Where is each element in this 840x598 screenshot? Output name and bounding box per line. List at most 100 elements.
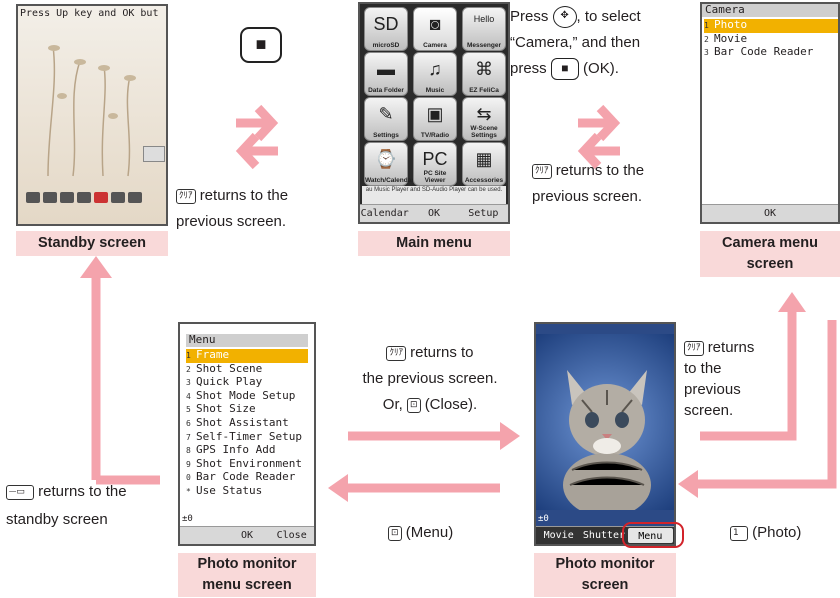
menu-list-item[interactable]: 3 Bar Code Reader	[704, 45, 838, 60]
standby-screen: Press Up key and OK but	[16, 4, 168, 226]
item-number: 3	[186, 378, 191, 388]
main-menu-item[interactable]: ⌚Watch/Calendar	[364, 142, 414, 186]
main-menu-item[interactable]: ♫Music	[413, 52, 457, 96]
main-menu-item-label: Music	[425, 87, 445, 94]
menu-list-item[interactable]: 3 Quick Play	[186, 375, 308, 390]
softkey-shutter[interactable]: Shutter	[582, 530, 626, 541]
standby-caption: Standby screen	[16, 231, 168, 256]
arrow-camera-to-monitor	[698, 320, 837, 489]
felica-icon: ⌘	[475, 59, 493, 79]
softkey-calendar[interactable]: Calendar	[360, 208, 409, 219]
item-label: GPS Info Add	[196, 443, 276, 457]
photo-menu-softkeys: OK Close	[180, 526, 314, 544]
clear-key-icon: ｸﾘｱ	[532, 163, 552, 179]
main-menu-item[interactable]: ✎Settings	[364, 97, 408, 141]
photo-menu-title: Menu	[186, 333, 308, 347]
main-menu-item[interactable]: ⌘ EZ FeliCa	[462, 52, 506, 96]
arrow-right-1	[236, 104, 279, 142]
item-label: Movie	[714, 31, 748, 45]
main-menu-item[interactable]: ▬ Data Folder	[364, 52, 408, 96]
photo-monitor-softkeys: Movie Shutter Menu	[536, 526, 674, 544]
menu-list-item[interactable]: *Use Status	[186, 483, 308, 499]
item-label: Bar Code Reader	[714, 45, 814, 59]
main-menu-item-label: EZ FeliCa	[469, 87, 499, 94]
main-menu-item-label: microSD	[372, 42, 400, 49]
camera-menu-caption: Camera menu screen	[700, 231, 840, 277]
camera-menu-softkeys: OK	[702, 204, 838, 222]
main-menu-item[interactable]: ▣TV/Radio	[413, 97, 457, 141]
kitten-icon	[563, 370, 651, 510]
calculator-icon: ▦	[475, 149, 493, 169]
softkey-ok[interactable]: OK	[427, 208, 441, 219]
softkey-movie[interactable]: Movie	[543, 530, 574, 541]
item-number: 3	[704, 48, 709, 58]
softkey-ok[interactable]: OK	[763, 208, 777, 219]
main-menu-item-label: Camera	[423, 42, 447, 49]
menu-list-item[interactable]: 2 Shot Scene	[186, 361, 308, 377]
item-label: Shot Scene	[196, 361, 263, 375]
item-label: Photo	[714, 18, 748, 31]
ok-key-icon: ■	[550, 58, 579, 81]
main-menu-item[interactable]: SD microSD	[364, 7, 408, 51]
softkey-close[interactable]: Close	[276, 530, 307, 541]
photo-monitor-screen: ±0 Movie Shutter Menu	[534, 322, 676, 546]
end-key-icon: ⏤▭	[6, 484, 34, 500]
menu-key-icon: ⊡	[388, 525, 402, 541]
arrow-left-2	[577, 132, 620, 170]
item-number: 9	[186, 459, 191, 469]
item-number: 0	[186, 473, 191, 483]
standby-back-text: ⏤▭ returns to the standby screen	[6, 483, 127, 528]
main-returns-text: ｸﾘｱ returns to the previous screen.	[532, 162, 645, 205]
tv-radio-icon: ▣	[426, 104, 444, 124]
item-number: 5	[186, 405, 191, 415]
pc-site-icon: PC	[422, 149, 448, 169]
main-menu-item[interactable]: ⇆W-Scene Settings	[462, 97, 506, 141]
item-label: Shot Environment	[196, 456, 302, 470]
camera-returns-text: ｸﾘｱ returns to the previous screen.	[684, 339, 755, 419]
menu-list-item[interactable]: 9 Shot Environment	[186, 456, 308, 472]
menu-list-item[interactable]: 4 Shot Mode Setup	[186, 388, 308, 404]
standby-returns-text: ｸﾘｱ returns to the previous screen.	[176, 187, 289, 230]
item-label: Use Status	[196, 483, 263, 497]
folder-icon: ▬	[377, 59, 395, 79]
item-number: 4	[186, 391, 191, 401]
item-number: 7	[186, 432, 191, 442]
clear-key-icon: ｸﾘｱ	[386, 345, 406, 361]
item-number: 6	[186, 418, 191, 428]
item-number: 2	[186, 364, 191, 374]
main-menu-item-label: Data Folder	[368, 87, 404, 94]
arrow-right-2	[578, 104, 621, 142]
multi-key-icon: ✥	[552, 6, 577, 29]
sd-card-icon: SD	[373, 14, 399, 34]
softkey-ok[interactable]: OK	[240, 530, 254, 541]
main-menu-item-label: Watch/Calendar	[365, 177, 414, 184]
menu-highlight-circle	[622, 522, 684, 548]
item-number: 1	[186, 351, 191, 360]
softkey-menu[interactable]: Menu	[627, 528, 673, 543]
softkey-setup[interactable]: Setup	[468, 208, 499, 219]
main-menu-item[interactable]: ▦ Accessories	[462, 142, 506, 186]
item-label: Quick Play	[196, 375, 263, 389]
key-1-icon: 1	[730, 525, 748, 541]
main-menu-item[interactable]: ◙Camera	[413, 7, 457, 51]
item-label: Self-Timer Setup	[196, 429, 302, 443]
clear-key-icon: ｸﾘｱ	[684, 340, 704, 356]
item-label: Shot Mode Setup	[196, 388, 296, 402]
arrow-monitor-to-camera	[700, 310, 797, 441]
menu-list-item[interactable]: 7 Self-Timer Setup	[186, 429, 308, 445]
main-menu-item-label: Accessories	[464, 177, 504, 184]
w-scene-icon: ⇆	[476, 104, 492, 124]
